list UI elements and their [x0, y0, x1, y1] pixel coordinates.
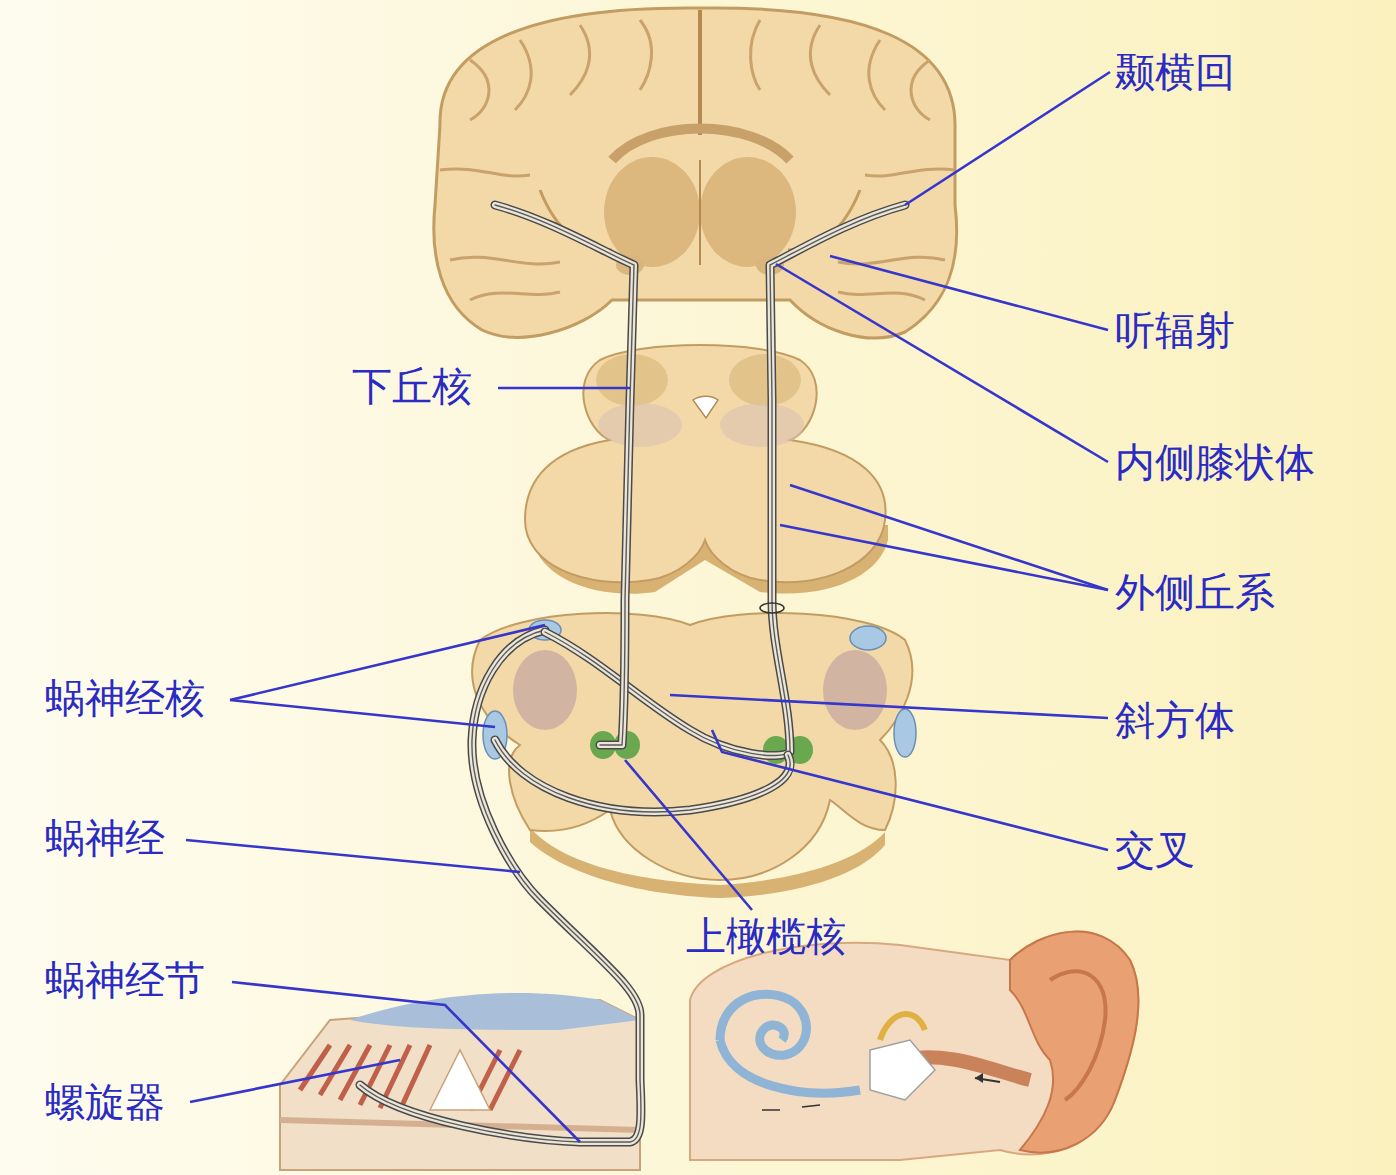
part-label: 颞横回: [1115, 50, 1235, 94]
part-label: 蜗神经节: [45, 958, 205, 1002]
part-label: 交叉: [1115, 828, 1195, 872]
part-label: 蜗神经核: [45, 676, 205, 720]
medulla-section: [472, 613, 916, 898]
brain-section: [434, 8, 957, 338]
leader-lines: [186, 72, 1110, 1142]
part-label: 蜗神经: [45, 816, 165, 860]
part-label: 听辐射: [1115, 308, 1235, 352]
part-label: 斜方体: [1115, 698, 1235, 742]
midbrain-section: [525, 345, 888, 594]
part-label: 下丘核: [352, 364, 472, 408]
auditory-nerve-pathway: [360, 205, 905, 1142]
part-label: 外侧丘系: [1115, 570, 1275, 614]
part-label: 上橄榄核: [686, 914, 846, 958]
ear-illustration: [690, 932, 1138, 1160]
part-label: 内侧膝状体: [1115, 440, 1315, 484]
part-label: 螺旋器: [45, 1080, 165, 1124]
